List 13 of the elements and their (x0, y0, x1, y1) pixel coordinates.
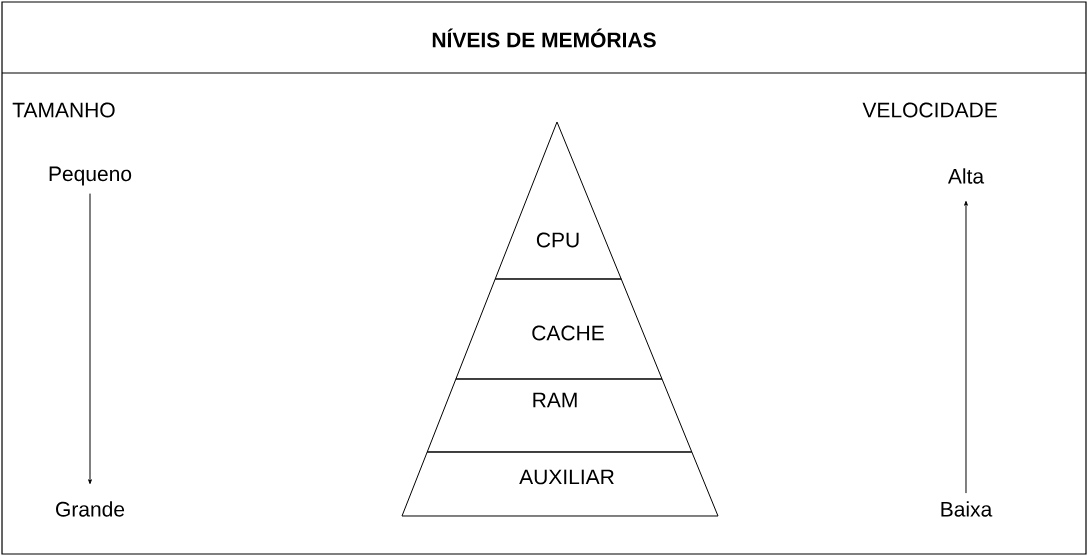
scale-label: Pequeno (49, 166, 132, 186)
pyramid-level: CACHE (455, 278, 663, 380)
title: NÍVEIS DE MEMÓRIAS (432, 28, 656, 48)
scale-label: Grande (56, 501, 125, 517)
arrow (88, 193, 92, 485)
axis-label: TAMANHO (12, 102, 115, 118)
pyramid-level: CPU (494, 121, 622, 280)
pyramid-level: AUXILIAR (401, 451, 719, 517)
scale-label: Baixa (941, 501, 993, 517)
axis-label: VELOCIDADE (862, 102, 997, 118)
arrow (964, 200, 968, 494)
scale-label: Alta (947, 168, 985, 184)
pyramid-level: RAM (426, 378, 693, 453)
